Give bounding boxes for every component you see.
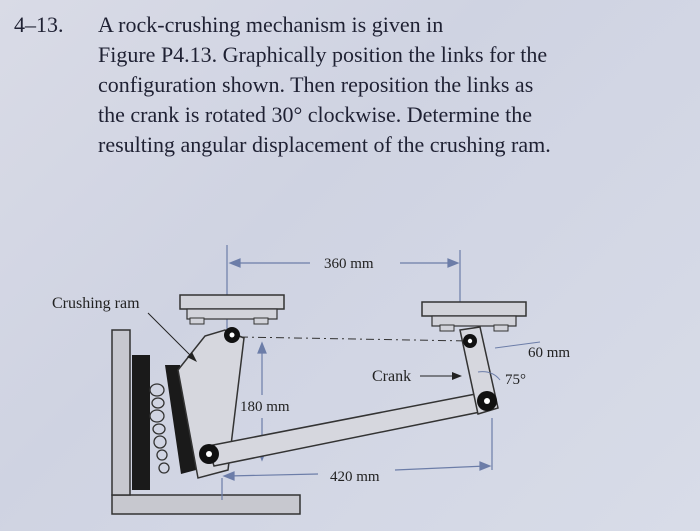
right-support xyxy=(421,301,527,332)
problem-text-1: A rock-crushing mechanism is given in xyxy=(98,12,444,37)
problem-line-5: resulting angular displacement of the cr… xyxy=(98,132,551,157)
crank-pin-center xyxy=(484,398,490,404)
crushing-ram-label: Crushing ram xyxy=(52,295,140,312)
crushing-plates xyxy=(132,355,196,490)
dim-180-label: 180 mm xyxy=(240,399,290,415)
dim-60-leader xyxy=(494,341,541,349)
problem-line-3: configuration shown. Then reposition the… xyxy=(98,72,534,97)
ram-pivot-center xyxy=(229,332,235,338)
problem-line-2: Figure P4.13. Graphically position the l… xyxy=(98,42,548,67)
left-support xyxy=(179,294,285,325)
problem-statement: 4–13. A rock-crushing mechanism is given … xyxy=(14,10,686,160)
crank-label: Crank xyxy=(372,368,411,385)
dim-60-label: 60 mm xyxy=(528,345,570,361)
dimension-360 xyxy=(226,245,461,330)
problem-line-4: the crank is rotated 30° clockwise. Dete… xyxy=(98,102,532,127)
crushing-ram-leader xyxy=(147,312,196,361)
problem-line-1: 4–13. A rock-crushing mechanism is given … xyxy=(14,10,654,40)
crank-arrow xyxy=(452,372,462,380)
dim-420-label: 420 mm xyxy=(330,469,380,485)
rocks xyxy=(149,383,170,474)
crushing-ram xyxy=(177,329,245,479)
angle-label: 75° xyxy=(505,372,526,388)
crushing-ram-arrow xyxy=(187,352,197,362)
crank-pivot-center xyxy=(467,338,473,344)
dim-360-label: 360 mm xyxy=(324,256,374,272)
left-frame xyxy=(111,329,301,515)
coupler-pin-left-center xyxy=(206,451,212,457)
angle-arc xyxy=(477,371,501,381)
problem-number: 4–13. xyxy=(14,12,64,37)
dimension-420 xyxy=(221,418,493,500)
center-line xyxy=(239,336,471,342)
